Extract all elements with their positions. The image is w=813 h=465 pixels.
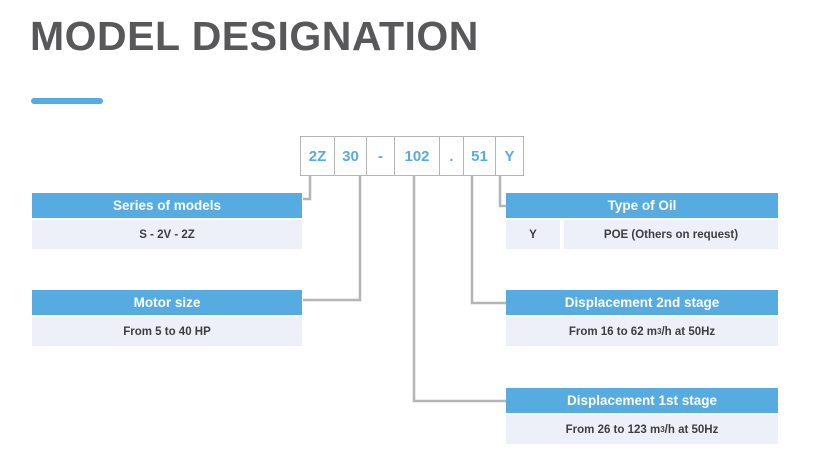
title-accent-bar [31, 98, 103, 104]
block-body-series-of-models: S - 2V - 2Z [32, 220, 302, 249]
model-code-strip: 2Z 30 - 102 . 51 Y [300, 136, 524, 176]
code-cell-separator-dot: . [440, 137, 464, 175]
code-cell-separator-dash: - [367, 137, 395, 175]
block-series-of-models: Series of models S - 2V - 2Z [32, 193, 302, 249]
block-type-of-oil: Type of Oil Y POE (Others on request) [506, 193, 778, 249]
code-cell-type-of-oil[interactable]: Y [496, 137, 524, 175]
code-cell-series[interactable]: 2Z [301, 137, 335, 175]
block-value-oil-description: POE (Others on request) [564, 220, 778, 249]
code-cell-displacement-1st[interactable]: 102 [395, 137, 440, 175]
code-cell-displacement-2nd[interactable]: 51 [464, 137, 496, 175]
value-suffix: /h at 50Hz [664, 423, 719, 436]
value-prefix: From 16 to 62 m [568, 325, 658, 338]
block-title-displacement-1st-stage: Displacement 1st stage [506, 388, 778, 413]
block-title-motor-size: Motor size [32, 290, 302, 315]
block-title-displacement-2nd-stage: Displacement 2nd stage [506, 290, 778, 315]
block-body-motor-size: From 5 to 40 HP [32, 317, 302, 346]
block-title-type-of-oil: Type of Oil [506, 193, 778, 218]
block-title-series-of-models: Series of models [32, 193, 302, 218]
value-prefix: From 26 to 123 m [565, 423, 661, 436]
block-value-oil-code: Y [506, 220, 560, 249]
page-title: MODEL DESIGNATION [30, 13, 479, 59]
block-motor-size: Motor size From 5 to 40 HP [32, 290, 302, 346]
value-suffix: /h at 50Hz [661, 325, 716, 338]
code-cell-motor-size[interactable]: 30 [335, 137, 367, 175]
block-body-type-of-oil: Y POE (Others on request) [506, 220, 778, 249]
block-value-series-of-models: S - 2V - 2Z [32, 220, 302, 249]
block-value-motor-size: From 5 to 40 HP [32, 317, 302, 346]
cell-divider [560, 220, 564, 249]
